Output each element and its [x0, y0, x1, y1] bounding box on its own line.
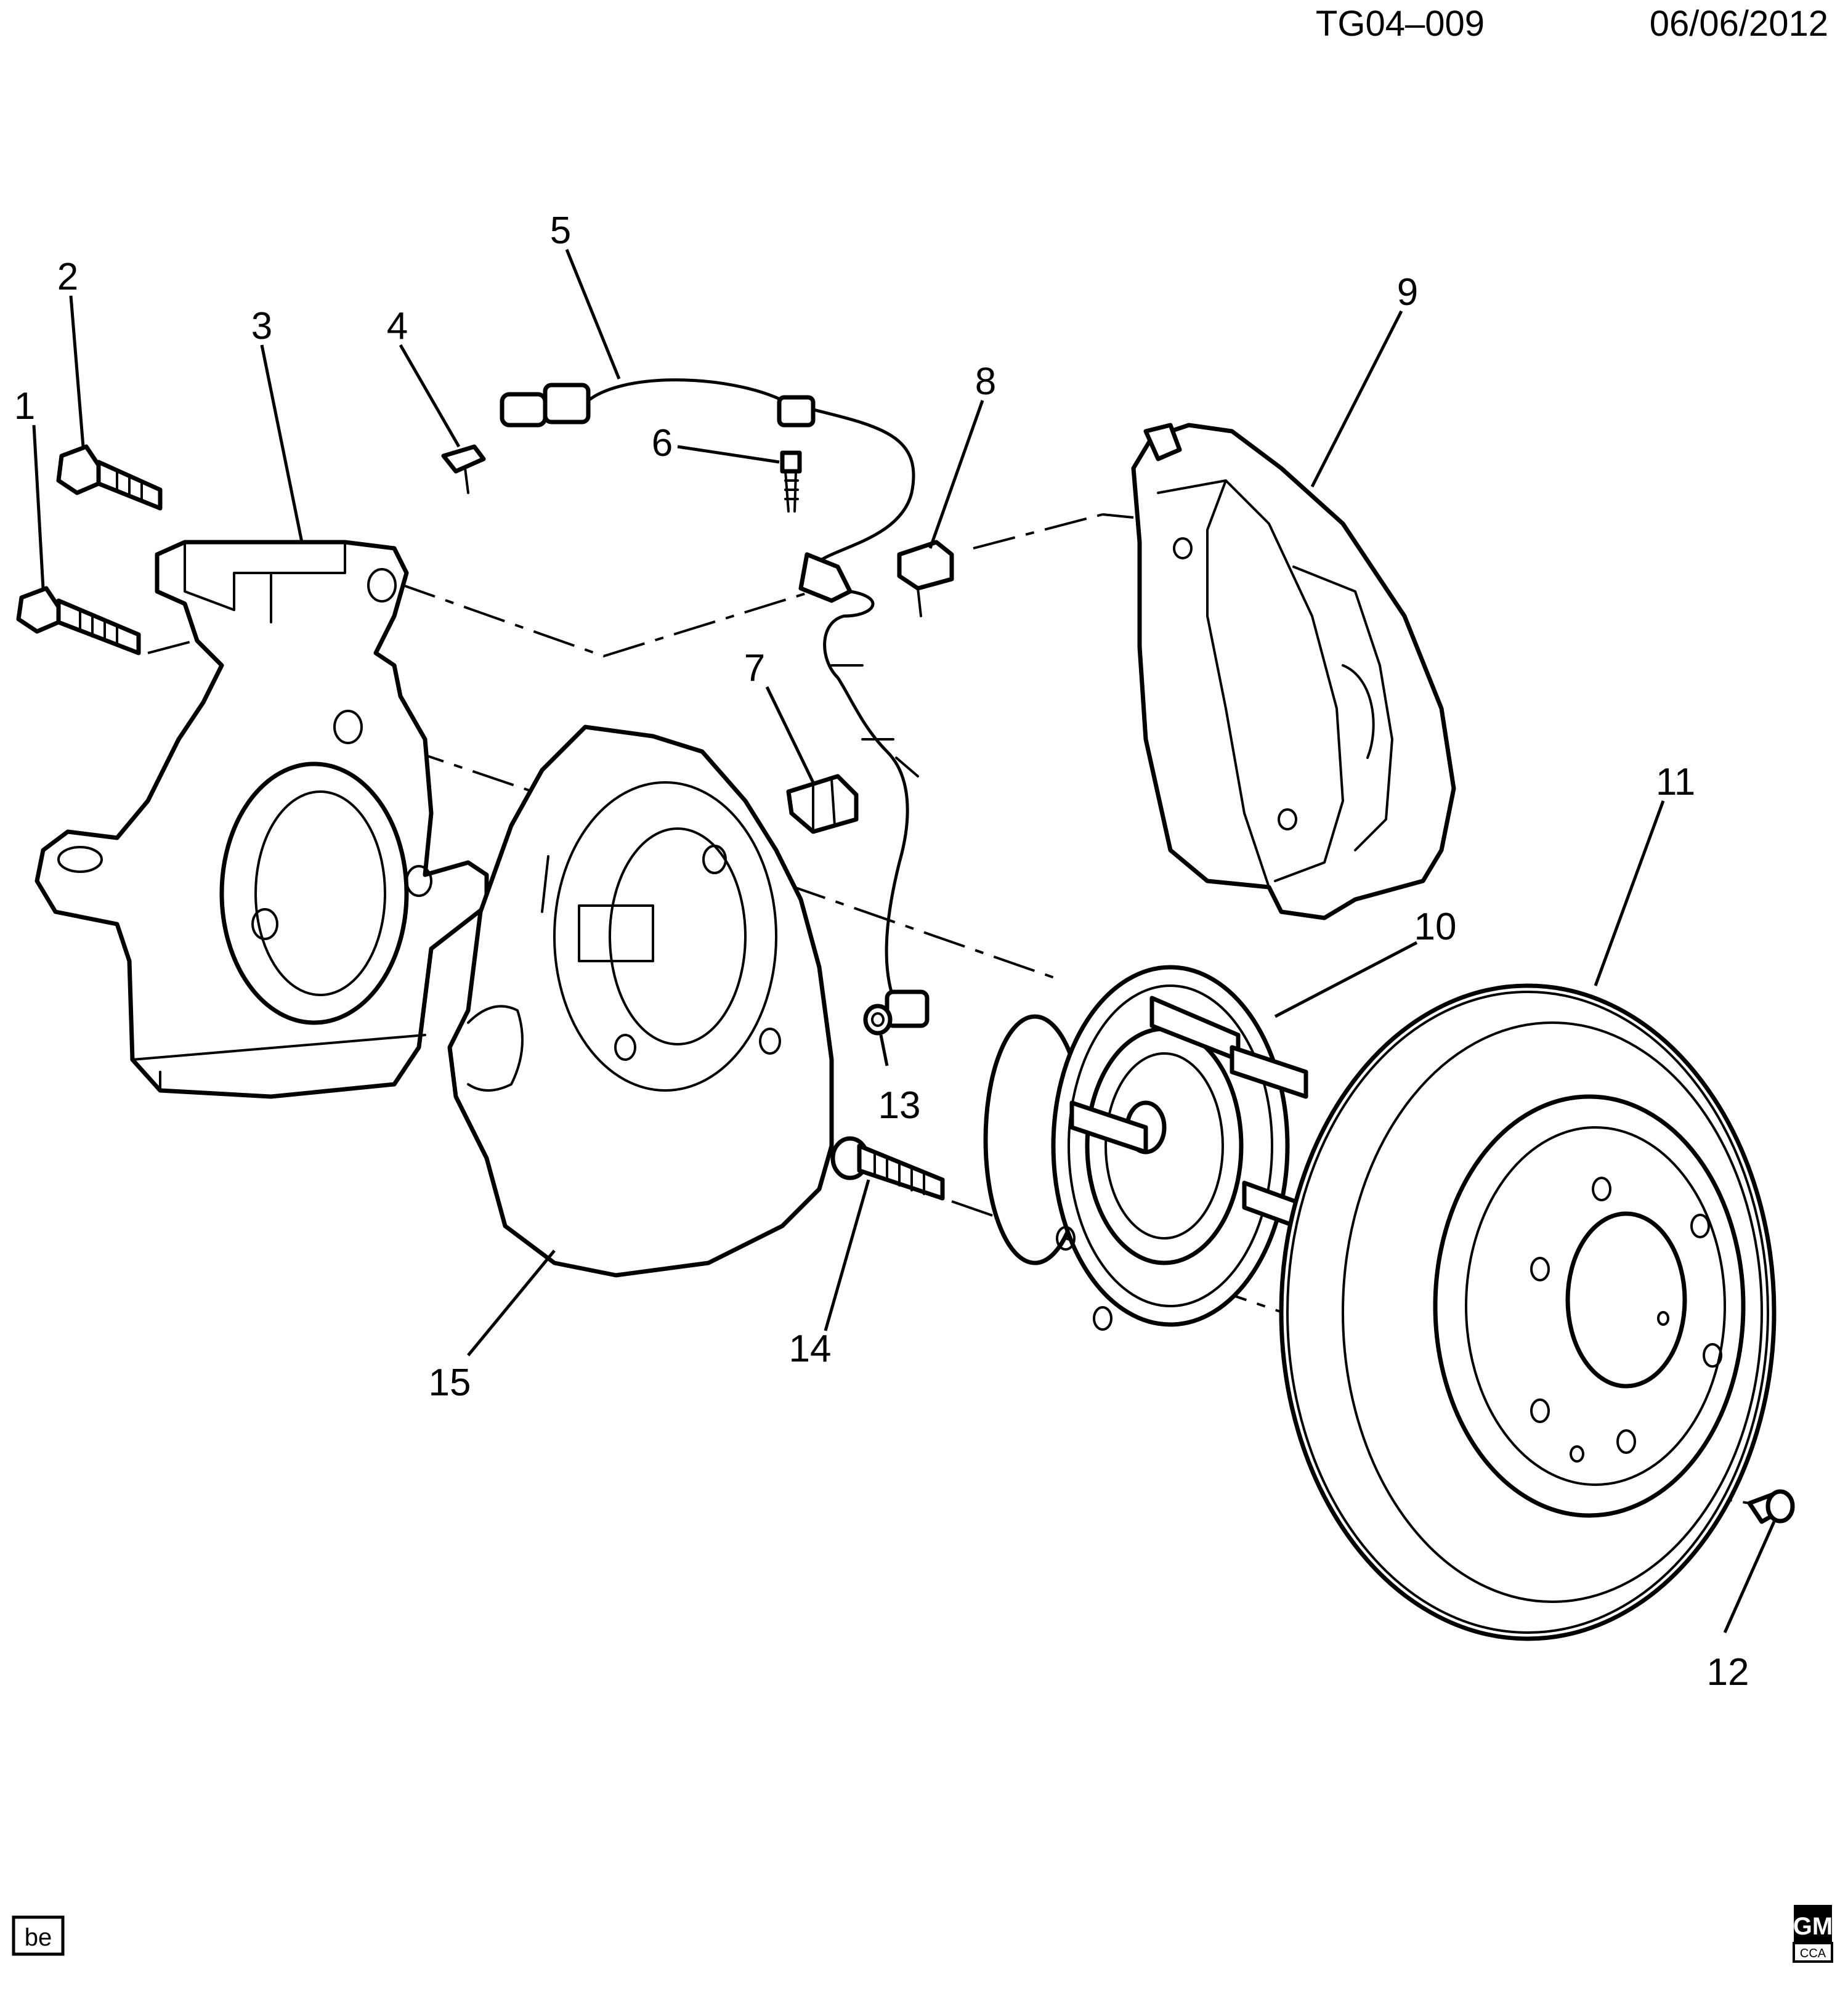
diagram-code: TG04–009	[1316, 4, 1485, 44]
callout-14: 14	[789, 1328, 832, 1370]
wheel-hub-bearing	[983, 965, 1315, 1331]
brake-rotor	[1279, 983, 1777, 1641]
callout-5: 5	[550, 209, 571, 252]
harness-bracket	[897, 540, 954, 617]
gm-logo: GM CCA	[1793, 1905, 1833, 1963]
wheel-speed-sensor-harness	[500, 378, 930, 1028]
callout-10: 10	[1414, 906, 1457, 948]
steering-knuckle	[34, 540, 489, 1099]
wheel-stud-loose	[830, 1136, 945, 1201]
gm-logo-text: GM	[1793, 1913, 1833, 1940]
callout-15: 15	[429, 1362, 471, 1404]
callout-2: 2	[57, 256, 78, 298]
callout-6: 6	[652, 422, 673, 465]
callout-9: 9	[1397, 271, 1418, 314]
callout-13: 13	[878, 1084, 921, 1127]
splash-shield	[447, 724, 834, 1278]
callout-8: 8	[975, 360, 996, 403]
leader-lines	[32, 249, 1776, 1634]
diagram-date: 06/06/2012	[1650, 4, 1828, 44]
harness-connector-clip	[786, 774, 859, 834]
callout-12: 12	[1707, 1651, 1749, 1694]
footer-tag-text: be	[25, 1924, 52, 1951]
footer-tag: be	[12, 1915, 65, 1956]
callout-11: 11	[1656, 761, 1695, 803]
harness-bracket-screw	[780, 450, 802, 513]
rotor-retaining-screw	[1747, 1489, 1795, 1524]
gm-logo-subtext: CCA	[1800, 1947, 1826, 1960]
callout-1: 1	[14, 385, 35, 428]
callout-7: 7	[744, 647, 765, 689]
callout-4: 4	[387, 305, 408, 347]
brake-caliper	[1131, 423, 1456, 920]
sensor-wire-clip	[441, 444, 486, 494]
sensor-bolt	[863, 1004, 893, 1036]
knuckle-bolt-upper	[56, 444, 163, 511]
callouts: 1 2 3 4 5 6 7 8 9 10 11 12 13 14 15	[14, 209, 1749, 1694]
knuckle-bolt-lower	[16, 586, 141, 655]
callout-3: 3	[251, 305, 272, 347]
